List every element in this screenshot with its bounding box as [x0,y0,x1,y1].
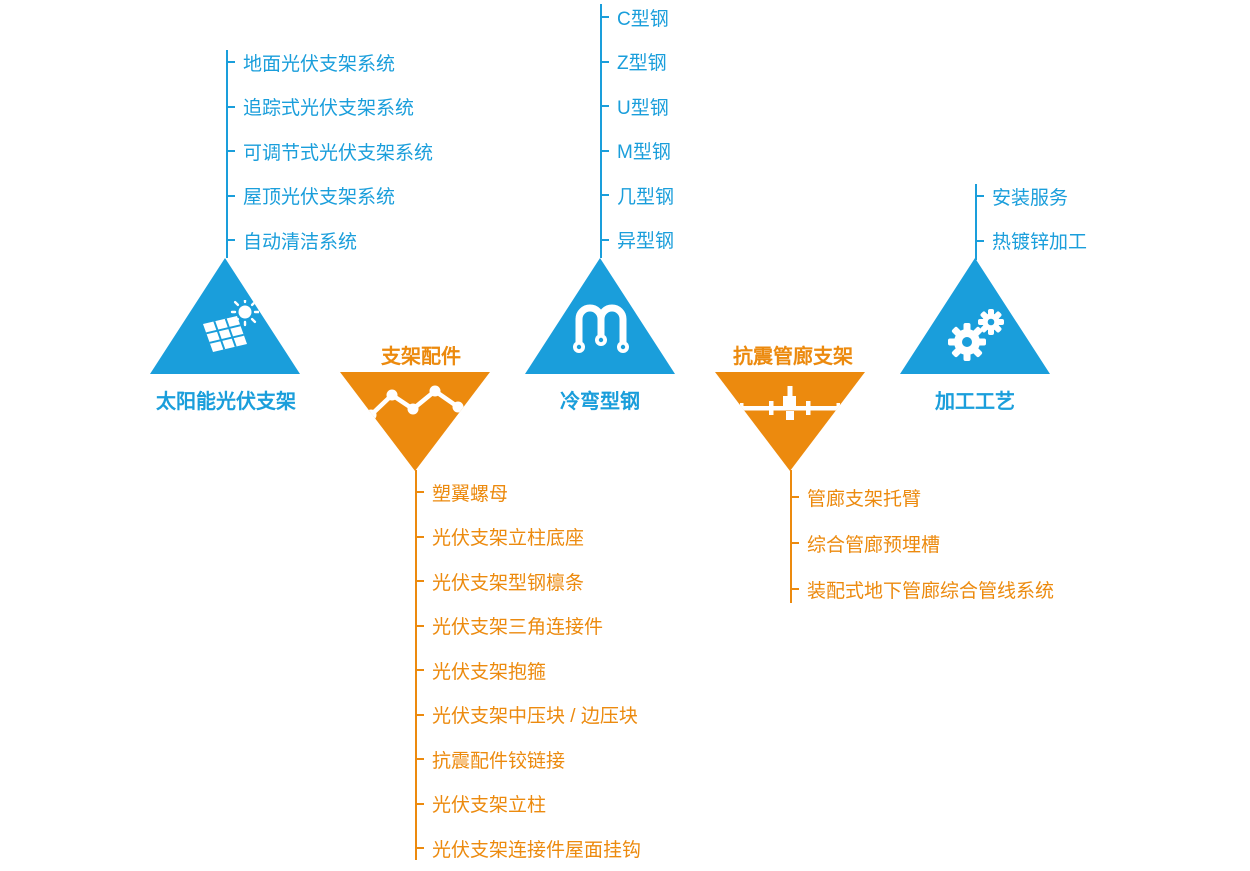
list-item[interactable]: 热镀锌加工 [977,219,1087,264]
list-item-label: 光伏支架立柱 [432,795,547,817]
connector-line [415,470,417,860]
tick-mark [228,61,235,64]
solar-pv-item-list: 地面光伏支架系统追踪式光伏支架系统可调节式光伏支架系统屋顶光伏支架系统自动清洁系… [228,40,433,263]
list-item-label: 光伏支架中压块 / 边压块 [432,706,638,728]
tick-mark [977,239,984,242]
list-item[interactable]: C型钢 [602,0,674,40]
steel-profile-icon [573,304,629,353]
pipe-gallery-item-list: 管廊支架托臂综合管廊预埋槽装配式地下管廊综合管线系统 [792,474,1054,612]
tick-mark [602,16,609,19]
list-item-label: 追踪式光伏支架系统 [243,98,415,120]
list-item[interactable]: 屋顶光伏支架系统 [228,174,433,219]
list-item[interactable]: 管廊支架托臂 [792,474,1054,520]
connector-line [600,4,602,258]
list-item[interactable]: 异型钢 [602,218,674,263]
tick-mark [417,624,424,627]
list-item[interactable]: 光伏支架立柱底座 [417,515,641,560]
triangle-processing[interactable] [900,258,1050,374]
list-item[interactable]: 可调节式光伏支架系统 [228,129,433,174]
solar-panel-icon [203,300,259,352]
tick-mark [228,194,235,197]
category-label-processing[interactable]: 加工工艺 [935,391,1015,413]
list-item-label: Z型钢 [617,53,667,75]
list-item-label: 光伏支架连接件屋面挂钩 [432,839,642,861]
list-item-label: 光伏支架抱箍 [432,661,547,683]
list-item-label: U型钢 [617,97,669,119]
tick-mark [417,758,424,761]
tick-mark [977,195,984,198]
tick-mark [228,239,235,242]
tick-mark [792,542,799,544]
list-item-label: 光伏支架三角连接件 [432,617,604,639]
list-item-label: 可调节式光伏支架系统 [243,142,434,164]
steel-item-list: C型钢 Z型钢 U型钢 M型钢几型钢异型钢 [602,0,674,262]
list-item-label: 几型钢 [617,186,675,208]
list-item[interactable]: 抗震配件铰链接 [417,737,641,782]
category-label-pipe-gallery[interactable]: 抗震管廊支架 [733,346,853,368]
gears-icon [948,309,1004,361]
tick-mark [602,149,609,152]
connector-line [975,184,977,260]
tick-mark [417,491,424,494]
list-item[interactable]: 光伏支架抱箍 [417,648,641,693]
tick-mark [417,535,424,538]
list-item[interactable]: 综合管廊预埋槽 [792,520,1054,566]
list-item[interactable]: 塑翼螺母 [417,470,641,515]
list-item-label: M型钢 [617,142,671,164]
list-item[interactable]: 光伏支架连接件屋面挂钩 [417,826,641,871]
list-item[interactable]: 安装服务 [977,174,1087,219]
list-item-label: 热镀锌加工 [992,232,1088,254]
connector-line [226,50,228,258]
tick-mark [792,588,799,590]
list-item[interactable]: U型钢 [602,84,674,129]
list-item[interactable]: 光伏支架型钢檩条 [417,559,641,604]
list-item[interactable]: 追踪式光伏支架系统 [228,85,433,130]
list-item-label: 安装服务 [992,187,1069,209]
list-item[interactable]: 光伏支架立柱 [417,782,641,827]
list-item-label: 光伏支架型钢檩条 [432,572,585,594]
list-item-label: 管廊支架托臂 [807,488,922,510]
tick-mark [792,496,799,498]
list-item[interactable]: 地面光伏支架系统 [228,40,433,85]
list-item[interactable]: M型钢 [602,129,674,174]
connector-line [790,470,792,603]
list-item[interactable]: 光伏支架三角连接件 [417,604,641,649]
category-label-cold-formed-steel[interactable]: 冷弯型钢 [560,391,640,413]
tick-mark [417,802,424,805]
list-item-label: 地面光伏支架系统 [243,53,396,75]
tick-mark [228,105,235,108]
list-item-label: 异型钢 [617,231,675,253]
list-item-label: 屋顶光伏支架系统 [243,187,396,209]
tick-mark [602,60,609,63]
list-item-label: 自动清洁系统 [243,231,358,253]
list-item-label: 综合管廊预埋槽 [807,534,941,556]
category-label-accessories[interactable]: 支架配件 [381,346,461,368]
tick-mark [417,580,424,583]
list-item-label: 抗震配件铰链接 [432,750,566,772]
tick-mark [228,150,235,153]
accessories-item-list: 塑翼螺母光伏支架立柱底座光伏支架型钢檩条光伏支架三角连接件光伏支架抱箍光伏支架中… [417,470,641,871]
tick-mark [417,669,424,672]
list-item[interactable]: 自动清洁系统 [228,218,433,263]
list-item-label: 光伏支架立柱底座 [432,528,585,550]
tick-mark [602,105,609,108]
list-item-label: 装配式地下管廊综合管线系统 [807,580,1055,602]
tick-mark [417,713,424,716]
category-label-solar-pv[interactable]: 太阳能光伏支架 [156,391,296,413]
list-item[interactable]: 光伏支架中压块 / 边压块 [417,693,641,738]
list-item[interactable]: 装配式地下管廊综合管线系统 [792,566,1054,612]
list-item[interactable]: 几型钢 [602,173,674,218]
list-item[interactable]: Z型钢 [602,40,674,85]
tick-mark [602,194,609,197]
tick-mark [417,847,424,850]
list-item-label: C型钢 [617,8,669,30]
tick-mark [602,238,609,241]
list-item-label: 塑翼螺母 [432,483,509,505]
processing-item-list: 安装服务热镀锌加工 [977,174,1087,263]
